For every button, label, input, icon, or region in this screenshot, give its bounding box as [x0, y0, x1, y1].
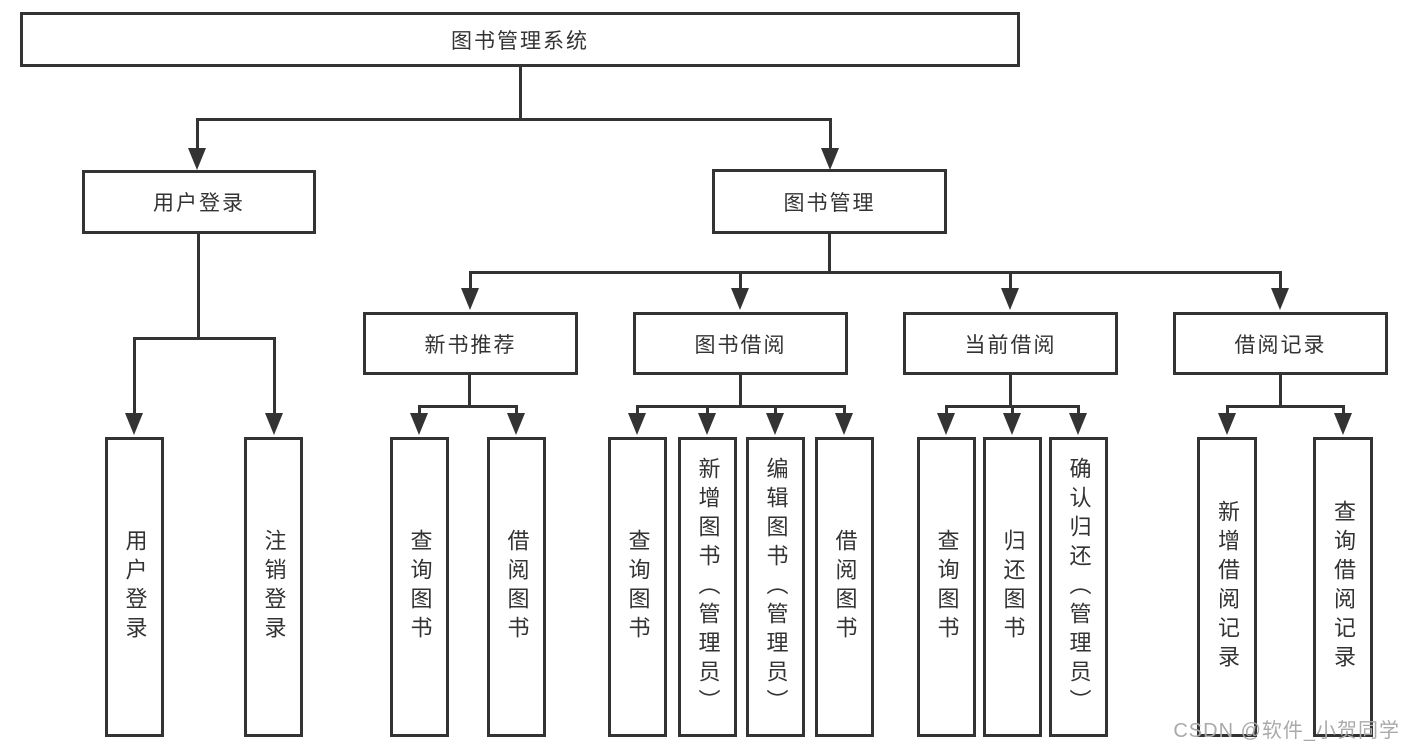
node-book-management: 图书管理	[712, 169, 947, 234]
arrow-down-icon	[1271, 271, 1289, 310]
connector-line	[468, 375, 471, 408]
leaf-label: 查询图书	[934, 529, 960, 645]
arrow-down-icon	[1001, 271, 1019, 310]
connector-line	[469, 271, 1281, 274]
node-user-login: 用户登录	[82, 170, 316, 234]
leaf-user-login: 用户登录	[105, 437, 164, 737]
connector-line	[1009, 375, 1012, 408]
leaf-borrow-books-1: 借阅图书	[487, 437, 546, 737]
leaf-borrow-books-2: 借阅图书	[815, 437, 874, 737]
connector-line	[1226, 405, 1344, 408]
arrow-down-icon	[188, 118, 206, 170]
leaf-label: 借阅图书	[504, 529, 530, 645]
arrow-down-icon	[937, 405, 955, 435]
leaf-label: 查询图书	[407, 529, 433, 645]
arrow-down-icon	[1003, 405, 1021, 435]
leaf-query-books-2: 查询图书	[608, 437, 667, 737]
node-current-borrowing: 当前借阅	[903, 312, 1118, 375]
arrow-down-icon	[410, 405, 428, 435]
arrow-down-icon	[125, 337, 143, 435]
arrow-down-icon	[698, 405, 716, 435]
leaf-label: 确认归还（管理员）	[1066, 456, 1092, 718]
leaf-logout: 注销登录	[244, 437, 303, 737]
node-borrowing-records: 借阅记录	[1173, 312, 1388, 375]
csdn-watermark: CSDN @软件_小贺同学	[1173, 720, 1400, 742]
connector-line	[197, 233, 200, 340]
leaf-label: 编辑图书（管理员）	[763, 456, 789, 718]
node-root: 图书管理系统	[20, 12, 1020, 67]
leaf-label: 新增借阅记录	[1215, 500, 1240, 674]
connector-line	[418, 405, 518, 408]
arrow-down-icon	[628, 405, 646, 435]
connector-line	[133, 337, 275, 340]
leaf-query-books-1: 查询图书	[390, 437, 449, 737]
leaf-label: 归还图书	[1000, 529, 1026, 645]
connector-line	[828, 233, 831, 274]
leaf-label: 注销登录	[261, 529, 287, 645]
node-new-book-recommendation: 新书推荐	[363, 312, 578, 375]
arrow-down-icon	[1069, 405, 1087, 435]
arrow-down-icon	[731, 271, 749, 310]
connector-line	[636, 405, 846, 408]
leaf-query-books-3: 查询图书	[917, 437, 976, 737]
connector-line	[519, 66, 522, 121]
connector-line	[739, 375, 742, 408]
leaf-query-borrow-record: 查询借阅记录	[1313, 437, 1373, 737]
connector-line	[1279, 375, 1282, 408]
leaf-label: 借阅图书	[832, 529, 858, 645]
connector-line	[196, 118, 832, 121]
arrow-down-icon	[821, 118, 839, 170]
arrow-down-icon	[265, 337, 283, 435]
arrow-down-icon	[835, 405, 853, 435]
arrow-down-icon	[461, 271, 479, 310]
leaf-add-books-admin: 新增图书（管理员）	[678, 437, 737, 737]
arrow-down-icon	[766, 405, 784, 435]
leaf-edit-books-admin: 编辑图书（管理员）	[746, 437, 805, 737]
leaf-label: 查询图书	[625, 529, 651, 645]
leaf-confirm-return-admin: 确认归还（管理员）	[1049, 437, 1108, 737]
leaf-return-books: 归还图书	[983, 437, 1042, 737]
arrow-down-icon	[1218, 405, 1236, 435]
leaf-label: 用户登录	[122, 529, 148, 645]
leaf-label: 查询借阅记录	[1331, 500, 1356, 674]
leaf-label: 新增图书（管理员）	[695, 456, 721, 718]
arrow-down-icon	[1334, 405, 1352, 435]
leaf-add-borrow-record: 新增借阅记录	[1197, 437, 1257, 737]
node-book-borrowing: 图书借阅	[633, 312, 848, 375]
arrow-down-icon	[507, 405, 525, 435]
